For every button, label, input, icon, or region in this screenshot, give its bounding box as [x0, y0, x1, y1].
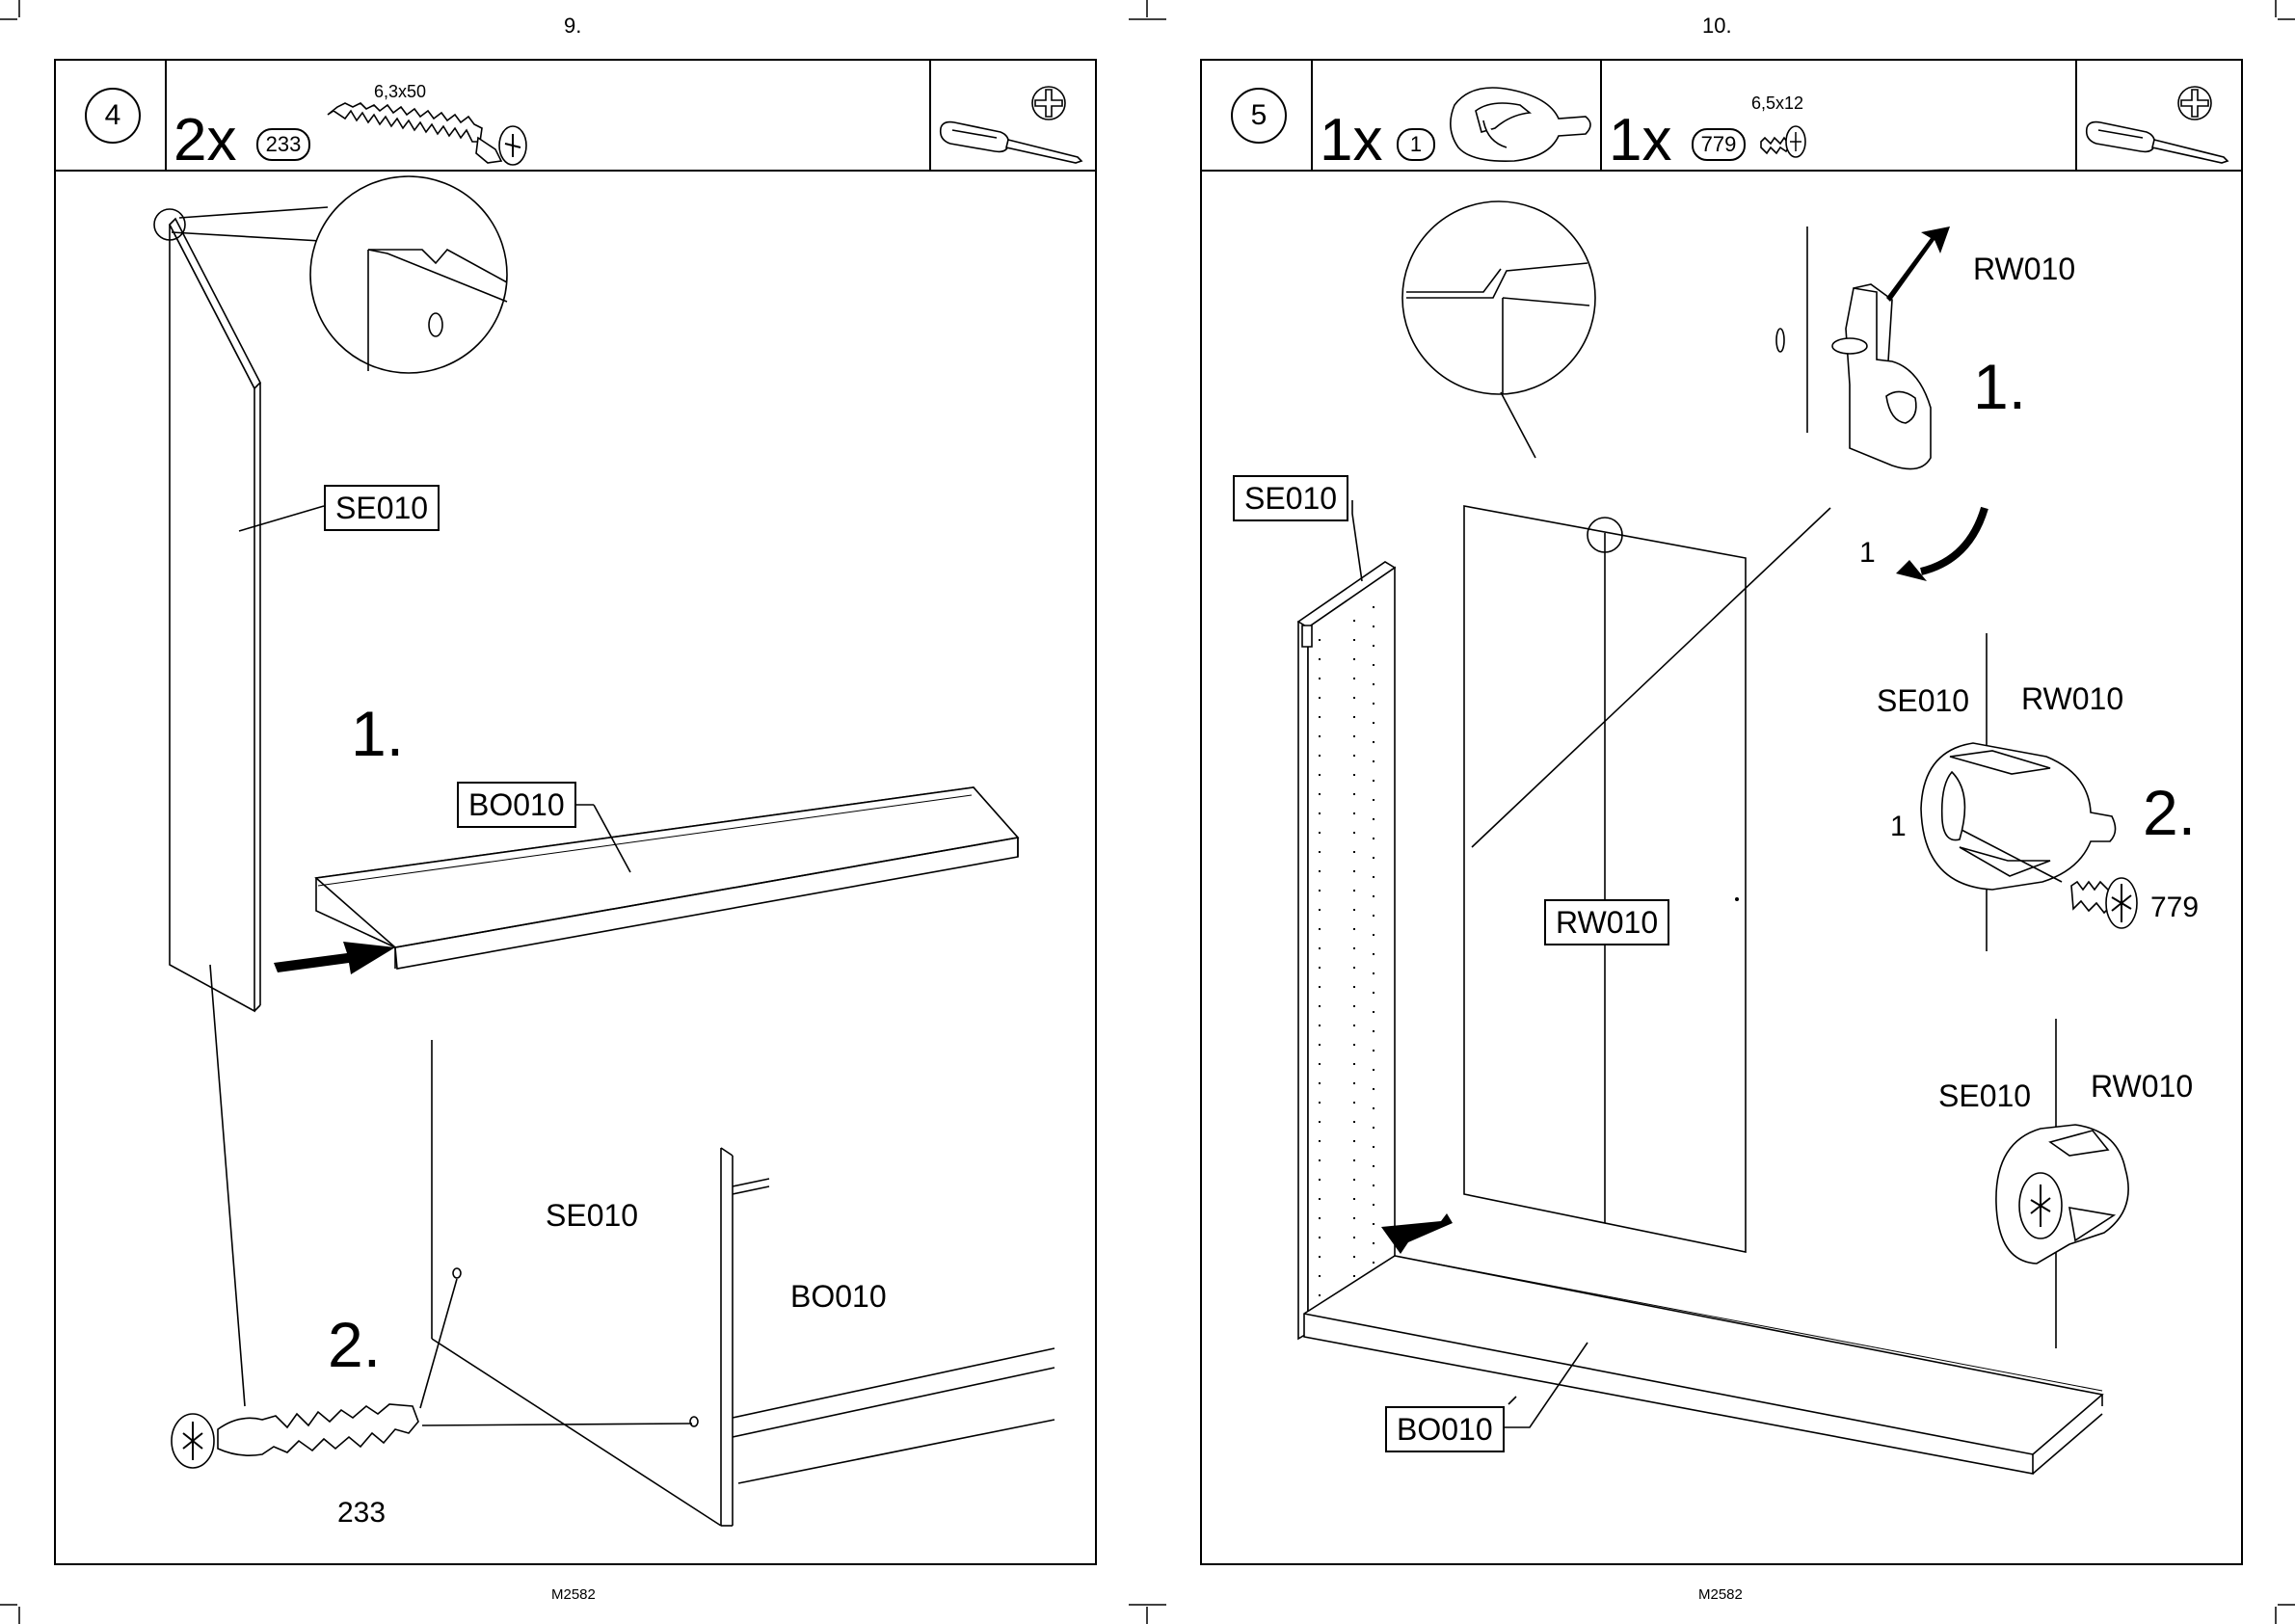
assembly-drawing [1202, 61, 2241, 1563]
substep-1: 1. [351, 697, 404, 770]
footer-code: M2582 [1698, 1586, 1743, 1603]
substep-1: 1. [1973, 350, 2026, 423]
substep-2: 2. [2143, 776, 2196, 849]
label-screw-number: 233 [337, 1497, 386, 1530]
label-back-wall: RW010 [1544, 899, 1669, 945]
page-number: 10. [1702, 13, 1732, 39]
label-side-panel: SE010 [324, 485, 440, 531]
label-detail-side: SE010 [546, 1198, 638, 1234]
label-detail3-back: RW010 [2091, 1069, 2193, 1105]
label-detail2-screw: 779 [2150, 892, 2199, 924]
label-detail1-part: 1 [1859, 537, 1876, 570]
label-detail2-back: RW010 [2021, 681, 2123, 717]
step-5-panel: 5 1x 1 1x 779 6,5x12 [1200, 59, 2243, 1565]
label-detail2-part: 1 [1890, 811, 1907, 843]
label-bottom-board: BO010 [457, 782, 576, 828]
label-bottom-board: BO010 [1385, 1406, 1505, 1452]
step-4-panel: 4 2x 233 6,3x50 [54, 59, 1097, 1565]
label-detail2-side: SE010 [1877, 683, 1969, 719]
label-side-panel: SE010 [1233, 475, 1348, 521]
label-detail3-side: SE010 [1938, 1078, 2031, 1114]
page-number: 9. [564, 13, 581, 39]
substep-2: 2. [328, 1308, 381, 1381]
footer-code: M2582 [551, 1586, 596, 1603]
label-detail1-back: RW010 [1973, 252, 2075, 287]
label-detail-bottom: BO010 [790, 1279, 887, 1315]
